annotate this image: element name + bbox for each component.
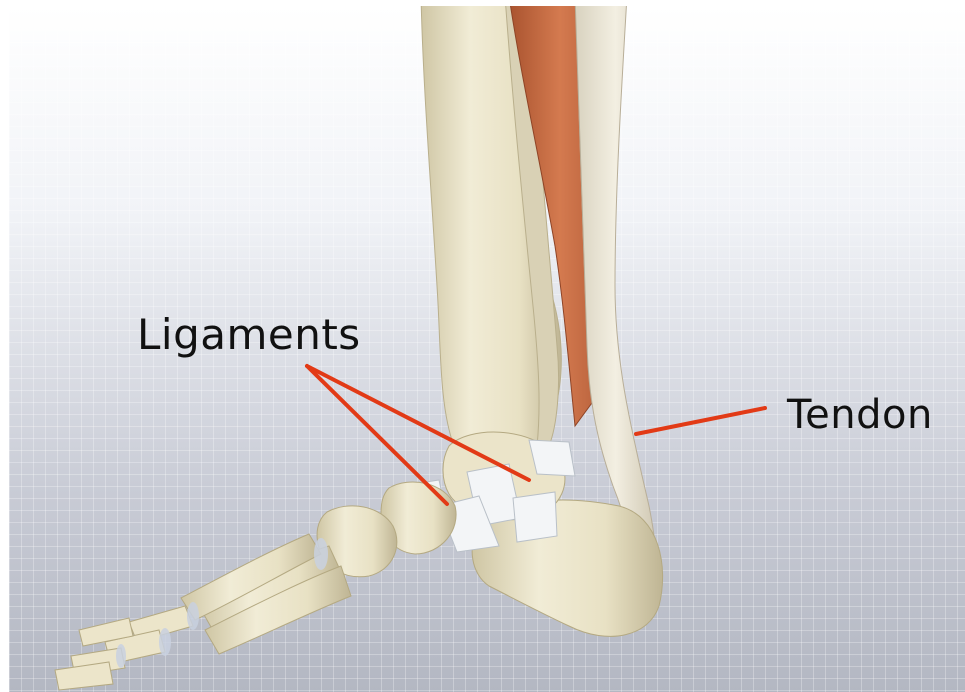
tendon-pointer-line	[636, 408, 765, 434]
illustration-stage: Ligaments Tendon	[9, 6, 965, 692]
tendon-label: Tendon	[787, 392, 933, 438]
ligaments-label: Ligaments	[137, 310, 361, 359]
ligaments-pointer-line-1	[307, 366, 447, 504]
